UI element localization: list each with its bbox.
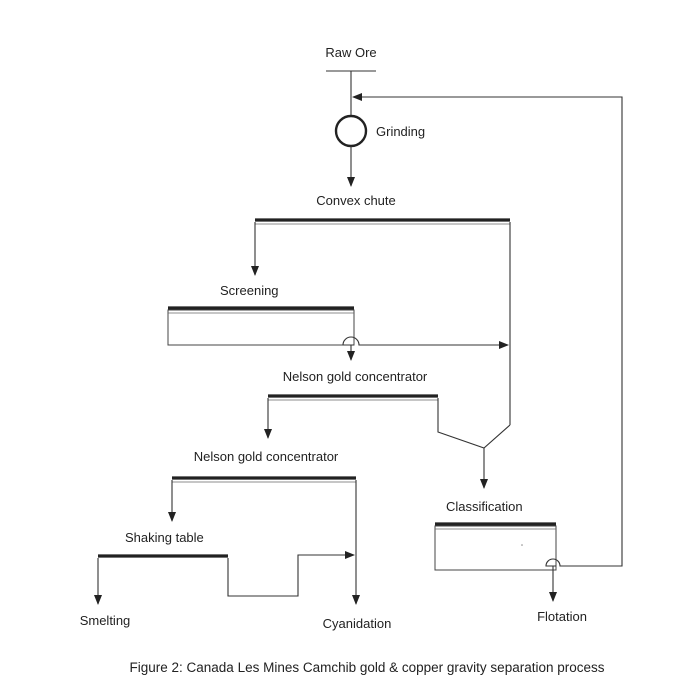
recycle-arrow <box>352 93 623 567</box>
nelson-1-tailings-funnel <box>437 398 511 449</box>
cyanidation-label: Cyanidation <box>323 616 392 631</box>
convex-chute-label: Convex chute <box>316 193 396 208</box>
classification-speck <box>521 544 523 546</box>
grinding-label: Grinding <box>376 124 425 139</box>
raw-ore-label: Raw Ore <box>325 45 376 60</box>
smelting-label: Smelting <box>80 613 131 628</box>
screening-label: Screening <box>220 283 279 298</box>
nelson-2-label: Nelson gold concentrator <box>194 449 339 464</box>
classification-label: Classification <box>446 499 523 514</box>
screening-oversize-arrow <box>342 336 509 349</box>
flotation-label: Flotation <box>537 609 587 624</box>
table-to-cyanidation-arrow <box>227 551 355 597</box>
shaking-table-label: Shaking table <box>125 530 204 545</box>
classification-crossing-hop <box>545 558 566 567</box>
screening-box <box>167 309 355 346</box>
classification-box <box>434 525 557 571</box>
figure-caption: Figure 2: Canada Les Mines Camchib gold … <box>130 660 605 675</box>
grinding-mill-icon <box>334 114 368 148</box>
nelson-1-label: Nelson gold concentrator <box>283 369 428 384</box>
